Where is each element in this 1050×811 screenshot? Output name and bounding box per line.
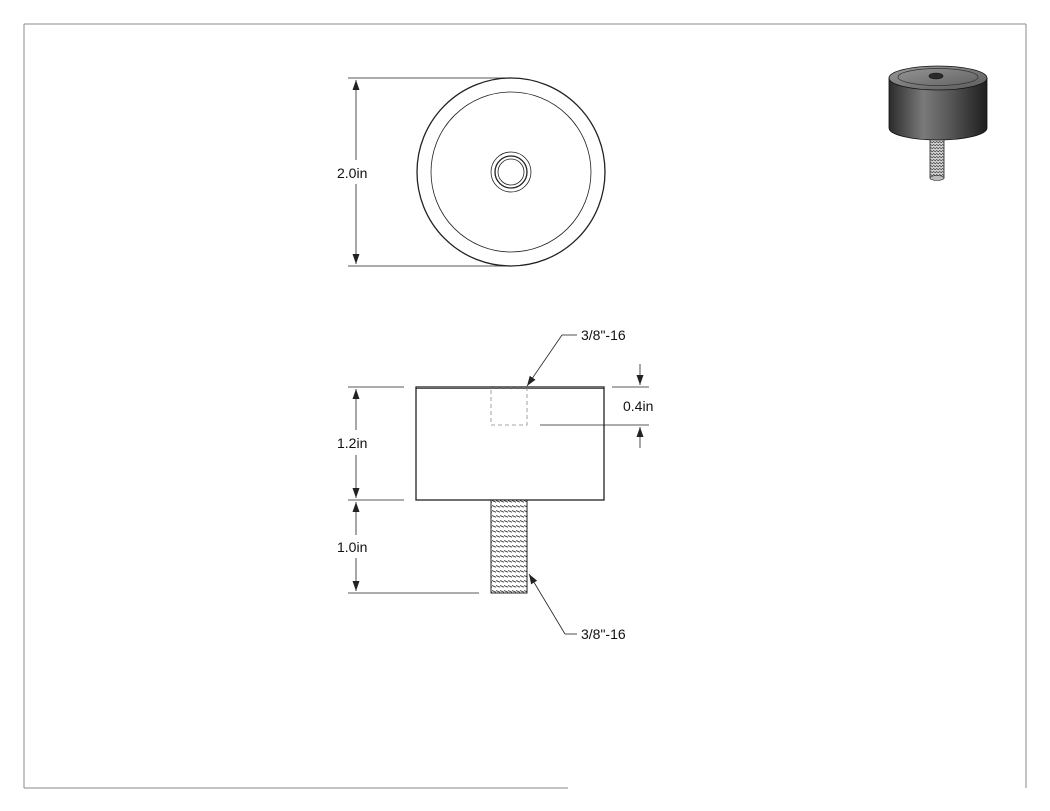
side-view: 1.2in 1.0in 0.4in 3/8"-16 3/8"-16 xyxy=(337,327,653,642)
tap-thread-label: 3/8"-16 xyxy=(581,327,626,343)
diameter-dimension: 2.0in xyxy=(337,77,511,267)
sheet-border xyxy=(23,23,1027,789)
body-height-dimension: 1.2in xyxy=(337,386,404,501)
hidden-tapped-hole xyxy=(490,387,528,426)
threaded-stud xyxy=(490,499,528,594)
stud-length-dimension: 1.0in xyxy=(337,502,479,594)
stud-thread-label: 3/8"-16 xyxy=(581,626,626,642)
top-view: 2.0in xyxy=(337,77,606,267)
stud-thread-callout: 3/8"-16 xyxy=(528,573,626,642)
tap-thread-callout: 3/8"-16 xyxy=(526,327,626,387)
isometric-part-preview-icon xyxy=(888,65,988,181)
tap-depth-dimension: 0.4in xyxy=(540,364,653,448)
tap-depth-label: 0.4in xyxy=(623,398,653,414)
stud-length-label: 1.0in xyxy=(337,539,367,555)
magnet-body xyxy=(415,386,605,501)
diameter-label: 2.0in xyxy=(337,165,367,181)
body-height-label: 1.2in xyxy=(337,435,367,451)
